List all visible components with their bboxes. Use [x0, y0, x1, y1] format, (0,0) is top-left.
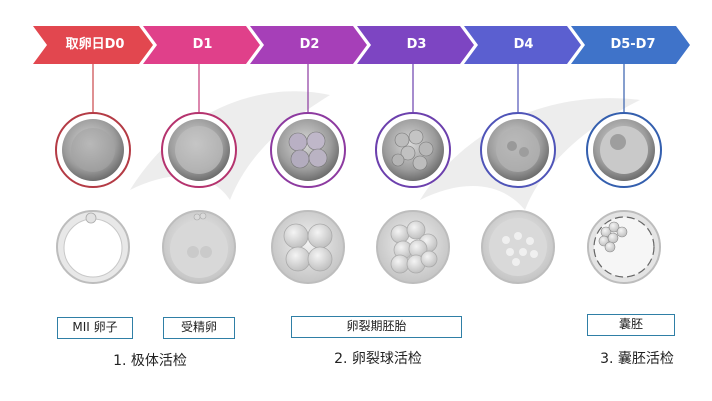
- photo-d0: [55, 112, 131, 188]
- stage-arrow-d1: [143, 26, 260, 64]
- stage-arrows: [33, 26, 690, 64]
- connector-lines: [92, 64, 625, 113]
- stage-label-d1: D1: [192, 37, 213, 52]
- stage-arrow-d2: [250, 26, 367, 64]
- photo-d4: [480, 112, 556, 188]
- photo-d2: [270, 112, 346, 188]
- stage-arrow-d0: [33, 26, 153, 64]
- stage-label-d5d7: D5-D7: [610, 37, 656, 52]
- label-box-blastocyst: 囊胚: [587, 314, 675, 336]
- stage-arrow-d4: [464, 26, 581, 64]
- label-box-cleavage-embryo: 卵裂期胚胎: [291, 316, 462, 338]
- stage-arrow-d5d7: [571, 26, 690, 64]
- caption-blastocyst-biopsy: 3. 囊胚活检: [600, 351, 674, 367]
- stage-label-d2: D2: [299, 37, 320, 52]
- caption-blastomere-biopsy: 2. 卵裂球活检: [334, 351, 422, 367]
- stage-label-d4: D4: [513, 37, 534, 52]
- illustration-8-cell: [376, 210, 450, 284]
- embryo-illustrations: [56, 210, 661, 284]
- microscopy-photos: [55, 112, 662, 188]
- photo-d3: [375, 112, 451, 188]
- photo-d1: [161, 112, 237, 188]
- illustration-4-cell: [271, 210, 345, 284]
- stage-label-d3: D3: [406, 37, 427, 52]
- caption-polar-body-biopsy: 1. 极体活检: [113, 353, 187, 369]
- stage-arrow-d3: [357, 26, 474, 64]
- label-box-mii-oocyte: MII 卵子: [57, 317, 133, 339]
- illustration-zygote: [162, 210, 236, 284]
- illustration-mii-oocyte: [56, 210, 130, 284]
- stage-label-d0: 取卵日D0: [65, 37, 125, 52]
- illustration-blastocyst: [587, 210, 661, 284]
- illustration-morula: [481, 210, 555, 284]
- photo-d5d7: [586, 112, 662, 188]
- label-box-zygote: 受精卵: [163, 317, 235, 339]
